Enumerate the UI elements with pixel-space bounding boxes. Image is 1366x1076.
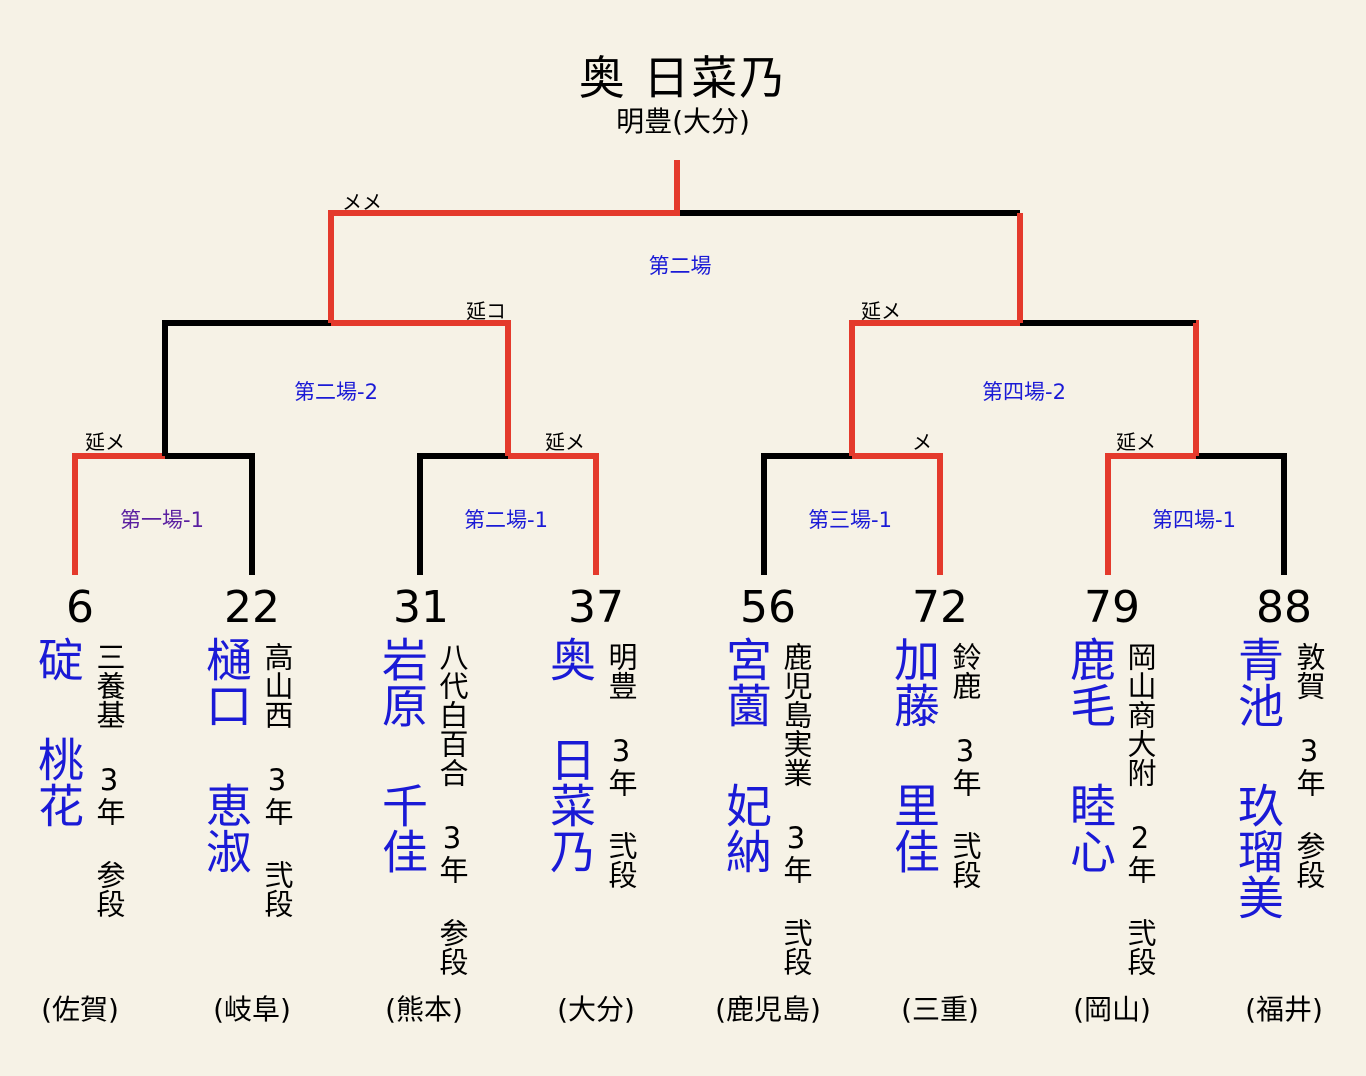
- semi-left-loser-line: [162, 320, 331, 456]
- player-school: 鈴鹿: [948, 642, 982, 700]
- player-rank: 弐段: [779, 918, 813, 976]
- player-rank: 弐段: [604, 831, 638, 889]
- player-name: 鹿毛 睦心: [1063, 636, 1117, 874]
- player-prefecture: (福井): [1245, 993, 1323, 1026]
- player-name: 奥 日菜乃: [543, 636, 597, 874]
- qf2-court: 第二場-1: [464, 508, 548, 532]
- player-prefecture: (岡山): [1073, 993, 1151, 1026]
- player-grade: 3年: [260, 763, 294, 826]
- player-rank: 弐段: [260, 860, 294, 918]
- qf2-loser-line: [417, 453, 508, 575]
- player-grade: 3年: [948, 734, 982, 797]
- player-rank: 弐段: [1123, 918, 1157, 976]
- player-seed: 79: [1084, 582, 1140, 633]
- player-prefecture: (熊本): [385, 993, 463, 1026]
- player-rank: 参段: [92, 860, 126, 918]
- player-grade: 3年: [604, 734, 638, 797]
- player-name: 加藤 里佳: [887, 636, 941, 874]
- player-seed: 22: [224, 582, 280, 633]
- semi-left-score: 延コ: [466, 299, 506, 323]
- qf2-score: 延メ: [545, 430, 585, 454]
- player-rank: 弐段: [948, 831, 982, 889]
- player-prefecture: (三重): [901, 993, 979, 1026]
- player-grade: 3年: [779, 821, 813, 884]
- qf4-court: 第四場-1: [1152, 508, 1236, 532]
- player-school: 明豊: [604, 642, 638, 700]
- player-name: 青池 玖瑠美: [1231, 636, 1285, 920]
- player-info: 三養基 3年 参段: [92, 642, 126, 918]
- player-school: 敦賀: [1292, 642, 1326, 700]
- qf4-winner-line: [1105, 453, 1196, 575]
- player-rank: 参段: [435, 918, 469, 976]
- qf1-loser-line: [165, 453, 255, 575]
- player-seed: 88: [1256, 582, 1312, 633]
- player-seed: 56: [740, 582, 796, 633]
- player-info: 岡山商大附 2年 弐段: [1123, 642, 1157, 976]
- semi-right-score: 延メ: [861, 299, 901, 323]
- semi-left-winner-line: [331, 320, 511, 456]
- qf3-score: メ: [912, 430, 932, 454]
- final-winner-line: [328, 210, 677, 323]
- player-name: 樋口 恵淑: [199, 636, 253, 874]
- semi-right-court: 第四場-2: [982, 380, 1066, 404]
- champion-school: 明豊(大分): [616, 105, 750, 138]
- player-school: 高山西: [260, 642, 294, 729]
- qf4-score: 延メ: [1116, 430, 1156, 454]
- player-info: 高山西 3年 弐段: [260, 642, 294, 918]
- player-prefecture: (大分): [557, 993, 635, 1026]
- player-seed: 6: [66, 582, 94, 633]
- semi-right-winner-line: [849, 320, 1020, 456]
- player-name: 岩原 千佳: [375, 636, 429, 874]
- player-school: 岡山商大附: [1123, 642, 1157, 787]
- player-info: 敦賀 3年 参段: [1292, 642, 1326, 889]
- player-grade: 3年: [92, 763, 126, 826]
- qf2-winner-line: [508, 453, 599, 575]
- qf1-score: 延メ: [85, 430, 125, 454]
- final-court: 第二場: [648, 254, 712, 278]
- player-rank: 参段: [1292, 831, 1326, 889]
- player-school: 鹿児島実業: [779, 642, 813, 787]
- qf4-loser-line: [1196, 453, 1287, 575]
- player-grade: 2年: [1123, 821, 1157, 884]
- player-name: 碇 桃花: [31, 636, 85, 828]
- player-seed: 37: [568, 582, 624, 633]
- qf3-court: 第三場-1: [808, 508, 892, 532]
- champion-name: 奥 日菜乃: [578, 51, 788, 105]
- player-prefecture: (佐賀): [41, 993, 119, 1026]
- player-prefecture: (岐阜): [213, 993, 291, 1026]
- player-grade: 3年: [435, 821, 469, 884]
- player-school: 三養基: [92, 642, 126, 729]
- player-seed: 72: [912, 582, 968, 633]
- final-score: メメ: [342, 190, 382, 214]
- qf3-loser-line: [761, 453, 852, 575]
- player-info: 鈴鹿 3年 弐段: [948, 642, 982, 889]
- player-info: 鹿児島実業 3年 弐段: [779, 642, 813, 976]
- qf3-winner-line: [852, 453, 943, 575]
- qf1-winner-line: [72, 453, 165, 575]
- player-grade: 3年: [1292, 734, 1326, 797]
- player-info: 明豊 3年 弐段: [604, 642, 638, 889]
- player-info: 八代白百合 3年 参段: [435, 642, 469, 976]
- player-school: 八代白百合: [435, 642, 469, 787]
- player-name: 宮薗 妃納: [719, 636, 773, 874]
- semi-left-court: 第二場-2: [294, 380, 378, 404]
- player-seed: 31: [393, 582, 449, 633]
- qf1-court: 第一場-1: [120, 508, 204, 532]
- player-prefecture: (鹿児島): [715, 993, 821, 1026]
